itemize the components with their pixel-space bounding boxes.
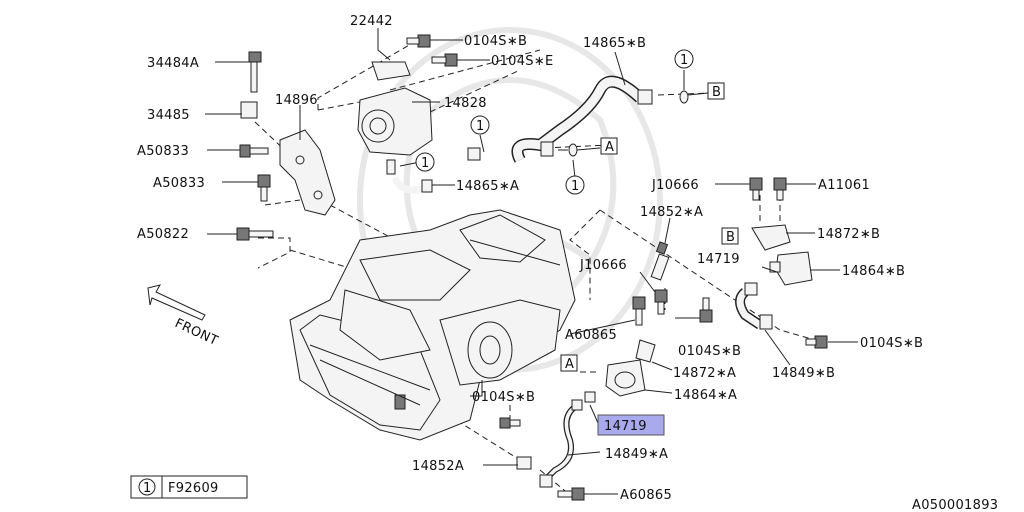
label-0104se[interactable]: 0104S∗E bbox=[491, 54, 554, 69]
label-34485[interactable]: 34485 bbox=[147, 108, 190, 123]
label-14849a[interactable]: 14849∗A bbox=[605, 447, 668, 462]
circle-marker bbox=[674, 49, 694, 69]
bolt-0104se bbox=[431, 53, 458, 67]
engine-block bbox=[289, 209, 576, 441]
label-14828[interactable]: 14828 bbox=[444, 96, 487, 111]
label-a50833-1[interactable]: A50833 bbox=[137, 144, 189, 159]
circle-marker-label: 1 bbox=[476, 119, 485, 134]
label-j10666-mid[interactable]: J10666 bbox=[579, 258, 627, 273]
part-labels: 22442 0104S∗B 0104S∗E 14865∗B 34484A 148… bbox=[137, 14, 923, 503]
ref-box-b-right bbox=[721, 227, 739, 245]
front-label: FRONT bbox=[172, 316, 220, 349]
air-pump-14828 bbox=[357, 61, 433, 175]
sensor-14852a bbox=[650, 241, 670, 281]
ref-b-right-label: B bbox=[726, 230, 735, 245]
circle-marker-label: 1 bbox=[571, 179, 580, 194]
circle-marker bbox=[565, 175, 585, 195]
bracket-14896 bbox=[279, 129, 336, 216]
legend-box bbox=[130, 475, 248, 499]
label-14872b[interactable]: 14872∗B bbox=[817, 227, 880, 242]
bolt-34484a bbox=[248, 51, 262, 93]
ref-a-top-label: A bbox=[605, 140, 614, 155]
label-14719-top[interactable]: 14719 bbox=[697, 252, 740, 267]
circle-marker-label: 1 bbox=[680, 53, 689, 68]
bolt-a50822 bbox=[236, 227, 274, 241]
bolt-0104sb-mid bbox=[699, 297, 713, 323]
circle-marker-label: 1 bbox=[421, 156, 430, 171]
bolt-0104sb-right bbox=[805, 335, 828, 349]
label-22442[interactable]: 22442 bbox=[350, 14, 393, 29]
front-arrow-icon bbox=[147, 284, 206, 321]
bolt-a50833-2 bbox=[257, 174, 271, 202]
highlight-box[interactable] bbox=[597, 414, 665, 436]
hose-14865a bbox=[391, 147, 481, 194]
bolt-j10666-mid bbox=[654, 289, 668, 315]
circle-marker bbox=[470, 115, 490, 135]
ref-a-left-label: A bbox=[565, 357, 574, 372]
circle-marker bbox=[415, 152, 435, 172]
label-14872a[interactable]: 14872∗A bbox=[673, 366, 736, 381]
label-14864a[interactable]: 14864∗A bbox=[674, 388, 737, 403]
label-14865b[interactable]: 14865∗B bbox=[583, 36, 646, 51]
label-34484a[interactable]: 34484A bbox=[147, 56, 199, 71]
label-14896[interactable]: 14896 bbox=[275, 93, 318, 108]
circle-markers: 1 1 1 1 bbox=[415, 49, 694, 195]
legend-symbol: 1 bbox=[143, 481, 152, 496]
label-14852a-low[interactable]: 14852A bbox=[412, 459, 464, 474]
label-a60865-low[interactable]: A60865 bbox=[620, 488, 672, 503]
hose-14865b bbox=[511, 75, 689, 163]
label-a11061[interactable]: A11061 bbox=[818, 178, 870, 193]
ref-b-top-label: B bbox=[712, 85, 721, 100]
pipe-14849a bbox=[516, 399, 583, 488]
figure-id: A050001893 bbox=[912, 498, 998, 512]
legend-circle-icon bbox=[138, 478, 156, 496]
leader-lines bbox=[205, 28, 858, 495]
label-0104sb-low[interactable]: 0104S∗B bbox=[472, 390, 535, 405]
label-a50833-2[interactable]: A50833 bbox=[153, 176, 205, 191]
highlighted-part-14719[interactable]: 14719 bbox=[597, 414, 665, 436]
bolt-a60865-mid bbox=[632, 296, 646, 326]
label-a60865-mid[interactable]: A60865 bbox=[565, 328, 617, 343]
bolts bbox=[236, 34, 828, 501]
label-a50822[interactable]: A50822 bbox=[137, 227, 189, 242]
label-14852a-top[interactable]: 14852∗A bbox=[640, 205, 703, 220]
label-0104sb-mid[interactable]: 0104S∗B bbox=[678, 344, 741, 359]
bolt-0104sb-low bbox=[499, 417, 521, 429]
label-0104sb-right[interactable]: 0104S∗B bbox=[860, 336, 923, 351]
label-14865a[interactable]: 14865∗A bbox=[456, 179, 519, 194]
label-j10666-top[interactable]: J10666 bbox=[651, 178, 699, 193]
reference-boxes: B A B A bbox=[560, 82, 739, 372]
legend: 1 F92609 bbox=[130, 475, 248, 499]
label-14864b[interactable]: 14864∗B bbox=[842, 264, 905, 279]
bolt-a50833-1 bbox=[239, 144, 269, 158]
bolt-0104sb-top bbox=[406, 34, 431, 48]
bolt-a11061 bbox=[773, 177, 787, 201]
label-14719-highlight[interactable]: 14719 bbox=[604, 419, 647, 434]
label-0104sb-top[interactable]: 0104S∗B bbox=[464, 34, 527, 49]
valve-14864b bbox=[735, 224, 813, 330]
legend-code: F92609 bbox=[168, 481, 219, 496]
bolt-a60865-low bbox=[557, 487, 585, 501]
label-14849b[interactable]: 14849∗B bbox=[772, 366, 835, 381]
ref-box-b-top bbox=[707, 82, 725, 100]
valve-14864a bbox=[584, 339, 656, 403]
ref-box-a-top bbox=[600, 137, 618, 155]
nut-34485 bbox=[240, 101, 258, 119]
ref-box-a-left bbox=[560, 354, 578, 372]
